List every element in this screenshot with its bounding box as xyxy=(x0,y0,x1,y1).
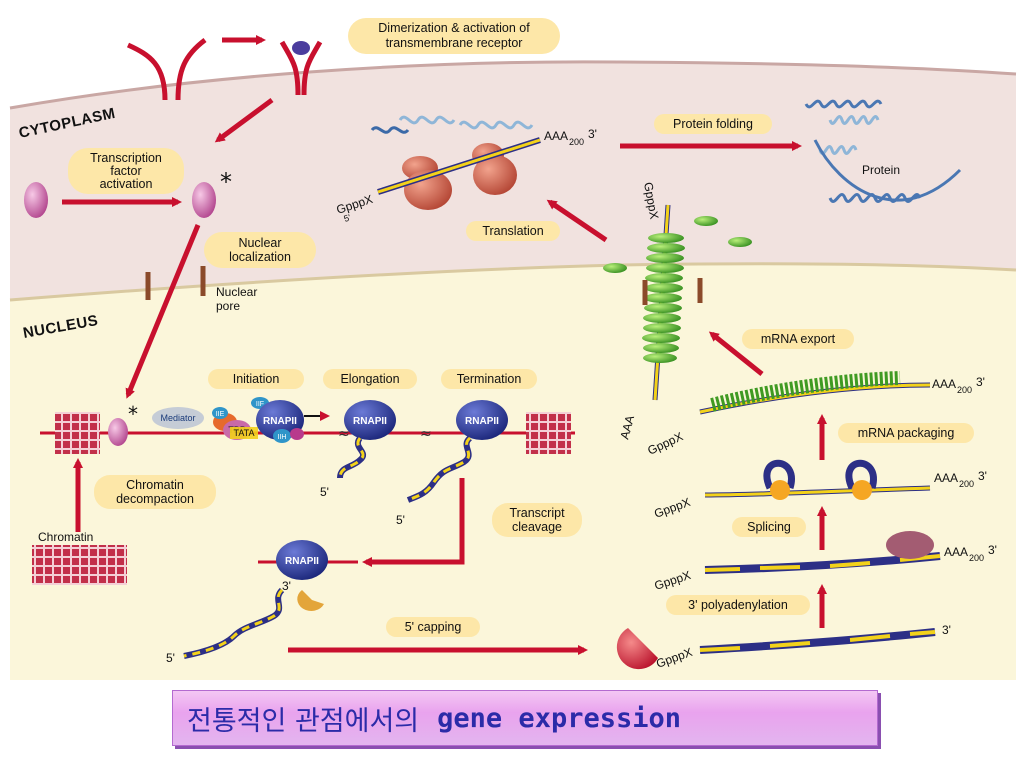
protein-label: Protein xyxy=(862,163,900,177)
svg-text:activation: activation xyxy=(100,177,153,191)
svg-text:mRNA export: mRNA export xyxy=(761,332,836,346)
receptor-pill: Dimerization & activation of transmembra… xyxy=(348,18,560,54)
capping-enzyme xyxy=(616,628,658,670)
svg-text:3' polyadenylation: 3' polyadenylation xyxy=(688,598,788,612)
elongation-pill: Elongation xyxy=(323,369,417,389)
chromatin-decompaction-pill: Chromatin decompaction xyxy=(94,475,216,509)
preinitiation-complex: Mediator TBP TATA IIE IIF RNAPII IIH xyxy=(152,397,304,443)
svg-text:RNAPII: RNAPII xyxy=(465,416,499,427)
polyadenylated-mrna xyxy=(704,531,941,574)
polya-aaa: AAA xyxy=(944,545,968,559)
splicing-mrna xyxy=(704,459,931,500)
svg-text:Termination: Termination xyxy=(457,372,522,386)
asterisk-mark: * xyxy=(220,168,232,196)
tf-activation-pill: Transcription factor activation xyxy=(68,148,184,194)
svg-text:≈: ≈ xyxy=(338,426,350,442)
svg-text:≈: ≈ xyxy=(420,426,432,442)
chromatin-block xyxy=(32,545,127,585)
capped-mrna xyxy=(699,628,936,654)
svg-text:Elongation: Elongation xyxy=(340,372,399,386)
svg-text:200: 200 xyxy=(957,385,972,395)
svg-text:5': 5' xyxy=(343,212,353,224)
svg-text:Translation: Translation xyxy=(482,224,543,238)
svg-text:Nuclear: Nuclear xyxy=(238,236,281,250)
nuclear-membrane xyxy=(10,263,1016,680)
termination-pill: Termination xyxy=(441,369,537,389)
capping-pill: 5' capping xyxy=(386,617,480,637)
svg-text:IIE: IIE xyxy=(216,411,225,418)
mrna-packaging-pill: mRNA packaging xyxy=(838,423,974,443)
splicing-pill: Splicing xyxy=(732,517,806,537)
svg-text:5': 5' xyxy=(166,651,175,665)
initiation-pill: Initiation xyxy=(208,369,304,389)
svg-text:transmembrane receptor: transmembrane receptor xyxy=(386,36,523,50)
svg-text:5': 5' xyxy=(396,513,405,527)
translation-complex xyxy=(370,115,541,210)
svg-text:TATA: TATA xyxy=(234,428,255,438)
svg-text:RNAPII: RNAPII xyxy=(285,556,319,567)
translation-pill: Translation xyxy=(466,221,560,241)
svg-text:3': 3' xyxy=(282,579,291,593)
dimer-receptor xyxy=(279,40,323,96)
svg-text:3': 3' xyxy=(976,375,985,389)
exported-gpppx: GpppX xyxy=(641,181,661,220)
svg-text:3': 3' xyxy=(588,127,597,141)
released-rnapii: RNAPII xyxy=(276,540,328,580)
polyadenylation-pill: 3' polyadenylation xyxy=(666,595,810,615)
monomer-receptors xyxy=(126,38,207,101)
svg-text:Initiation: Initiation xyxy=(233,372,280,386)
translation-aaa: AAA xyxy=(544,129,568,143)
svg-text:Splicing: Splicing xyxy=(747,520,791,534)
mrna-export-pill: mRNA export xyxy=(742,329,854,349)
svg-text:200: 200 xyxy=(569,137,584,147)
svg-text:200: 200 xyxy=(959,479,974,489)
svg-text:decompaction: decompaction xyxy=(116,492,194,506)
active-tf-ball xyxy=(192,182,216,218)
chromatin-block-left xyxy=(55,412,100,454)
chromatin-label: Chromatin xyxy=(38,530,93,544)
svg-text:IIH: IIH xyxy=(278,434,287,441)
exported-aaa: AAA xyxy=(617,414,637,441)
protein-folding-pill: Protein folding xyxy=(654,114,772,134)
svg-text:Chromatin: Chromatin xyxy=(126,478,184,492)
bound-tf-ball xyxy=(108,418,128,446)
svg-text:5' capping: 5' capping xyxy=(405,620,462,634)
caption-banner: 전통적인 관점에서의 gene expression xyxy=(172,690,878,746)
svg-text:Protein folding: Protein folding xyxy=(673,117,753,131)
svg-text:3': 3' xyxy=(942,623,951,637)
svg-text:Transcript: Transcript xyxy=(509,506,565,520)
svg-text:5': 5' xyxy=(320,485,329,499)
svg-text:3': 3' xyxy=(978,469,987,483)
elongating-rnapii: RNAPII xyxy=(337,400,396,479)
svg-text:Dimerization & activation of: Dimerization & activation of xyxy=(378,21,530,35)
svg-text:*: * xyxy=(128,402,138,426)
released-transcript xyxy=(183,587,324,659)
svg-text:factor: factor xyxy=(110,164,141,178)
svg-text:pore: pore xyxy=(216,299,240,313)
nuclear-localization-pill: Nuclear localization xyxy=(204,232,316,268)
svg-text:Transcription: Transcription xyxy=(90,151,162,165)
terminating-rnapii: RNAPII xyxy=(406,400,508,503)
packaged-aaa: AAA xyxy=(932,377,956,391)
caption-korean: 전통적인 관점에서의 xyxy=(187,705,420,737)
splicing-aaa: AAA xyxy=(934,471,958,485)
svg-text:IIF: IIF xyxy=(256,401,264,408)
nuclear-pore-label: Nuclear xyxy=(216,285,257,299)
svg-text:mRNA packaging: mRNA packaging xyxy=(858,426,955,440)
svg-text:200: 200 xyxy=(969,553,984,563)
svg-text:Mediator: Mediator xyxy=(160,413,195,423)
svg-text:RNAPII: RNAPII xyxy=(263,416,297,427)
inactive-tf-ball xyxy=(24,182,48,218)
svg-text:cleavage: cleavage xyxy=(512,520,562,534)
svg-text:localization: localization xyxy=(229,250,291,264)
caption-english: gene expression xyxy=(437,702,681,734)
svg-text:3': 3' xyxy=(988,543,997,557)
exported-mrna xyxy=(603,204,752,401)
transcript-cleavage-pill: Transcript cleavage xyxy=(492,503,582,537)
folded-protein xyxy=(804,99,962,203)
chromatin-block-right xyxy=(526,412,571,454)
packaged-mrna xyxy=(699,371,931,415)
svg-text:RNAPII: RNAPII xyxy=(353,416,387,427)
